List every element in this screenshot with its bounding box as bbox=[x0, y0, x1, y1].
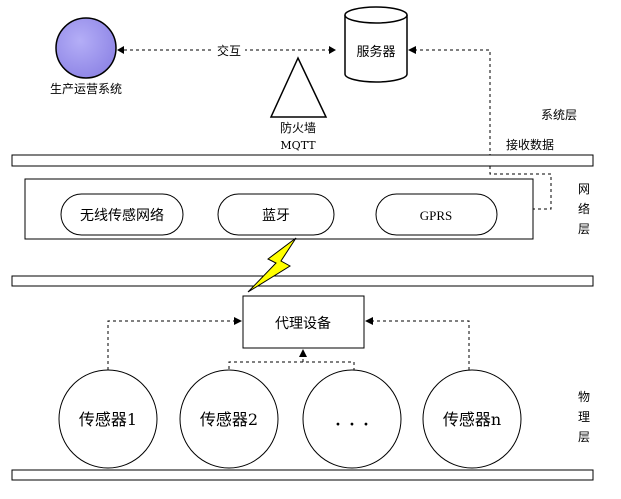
sensor-2-circle bbox=[179, 369, 279, 469]
sensor-n: 传感器n bbox=[422, 369, 522, 469]
layer-divider-2 bbox=[11, 275, 594, 287]
wsn-pill bbox=[60, 193, 184, 236]
physical-layer-label: 物 理 层 bbox=[578, 390, 590, 444]
middle-link bbox=[228, 361, 355, 375]
receive-data-link: 接收数据 bbox=[408, 46, 558, 210]
system-layer-label: 系统层 bbox=[541, 108, 577, 122]
receive-data-line bbox=[413, 49, 552, 210]
sensorn-arrow bbox=[365, 317, 373, 325]
exchange-link: 交互 bbox=[117, 42, 336, 58]
network-item-wsn: 无线传感网络 bbox=[60, 193, 184, 236]
lightning-icon bbox=[247, 237, 297, 293]
proxy-device-box bbox=[242, 295, 365, 349]
production-system-circle bbox=[55, 17, 117, 79]
bluetooth-label: 蓝牙 bbox=[262, 208, 290, 224]
physical-layer-label-char-2: 理 bbox=[578, 410, 590, 424]
sensor-1-label: 传感器1 bbox=[79, 410, 137, 429]
network-layer-label-char-1: 网 bbox=[578, 182, 590, 196]
exchange-label-bg bbox=[213, 42, 245, 58]
receive-data-label-bg bbox=[502, 136, 558, 152]
exchange-arrow-left bbox=[117, 46, 124, 54]
network-layer-label-char-3: 层 bbox=[578, 222, 590, 236]
wsn-label: 无线传感网络 bbox=[80, 207, 164, 224]
sensor-n-circle bbox=[422, 369, 522, 469]
gprs-label: GPRS bbox=[420, 208, 453, 223]
sensor-ellipsis: · · · bbox=[302, 369, 402, 469]
server: 服务器 bbox=[344, 6, 408, 83]
sensor-ellipsis-circle bbox=[302, 369, 402, 469]
receive-data-arrow bbox=[408, 46, 416, 54]
layer-divider-3 bbox=[11, 469, 594, 481]
physical-layer-label-char-3: 层 bbox=[578, 430, 590, 444]
bluetooth-pill bbox=[217, 193, 335, 236]
sensor-1: 传感器1 bbox=[58, 369, 158, 469]
exchange-arrow-right bbox=[329, 46, 336, 54]
sensor-n-label: 传感器n bbox=[443, 410, 501, 429]
physical-layer-label-char-1: 物 bbox=[578, 390, 590, 404]
production-system-label: 生产运营系统 bbox=[50, 82, 122, 96]
middle-arrow bbox=[299, 349, 307, 357]
proxy-device: 代理设备 bbox=[242, 295, 365, 349]
network-layer-label: 网 络 层 bbox=[578, 182, 590, 236]
sensor-2: 传感器2 bbox=[179, 369, 279, 469]
sensor1-arrow bbox=[234, 317, 242, 325]
server-label: 服务器 bbox=[356, 44, 395, 60]
gprs-pill bbox=[375, 193, 498, 236]
firewall-icon bbox=[269, 56, 328, 118]
sensor-2-label: 传感器2 bbox=[200, 410, 258, 429]
firewall: 防火墙 MQTT bbox=[269, 56, 328, 152]
server-cylinder-top bbox=[344, 6, 408, 24]
mqtt-label: MQTT bbox=[280, 139, 316, 152]
sensorn-link bbox=[371, 320, 470, 370]
sensor-1-circle bbox=[58, 369, 158, 469]
network-layer-label-char-2: 络 bbox=[578, 201, 590, 216]
exchange-label: 交互 bbox=[217, 43, 241, 58]
firewall-label: 防火墙 bbox=[280, 120, 316, 135]
server-cylinder bbox=[344, 15, 408, 83]
sensor-ellipsis-label: · · · bbox=[335, 413, 370, 438]
proxy-device-label: 代理设备 bbox=[275, 315, 331, 332]
sensor1-link bbox=[107, 320, 236, 370]
network-item-gprs: GPRS bbox=[375, 193, 498, 236]
production-system: 生产运营系统 bbox=[50, 17, 122, 96]
receive-data-label: 接收数据 bbox=[506, 137, 554, 152]
network-item-bluetooth: 蓝牙 bbox=[217, 193, 335, 236]
layer-divider-1 bbox=[11, 154, 594, 167]
